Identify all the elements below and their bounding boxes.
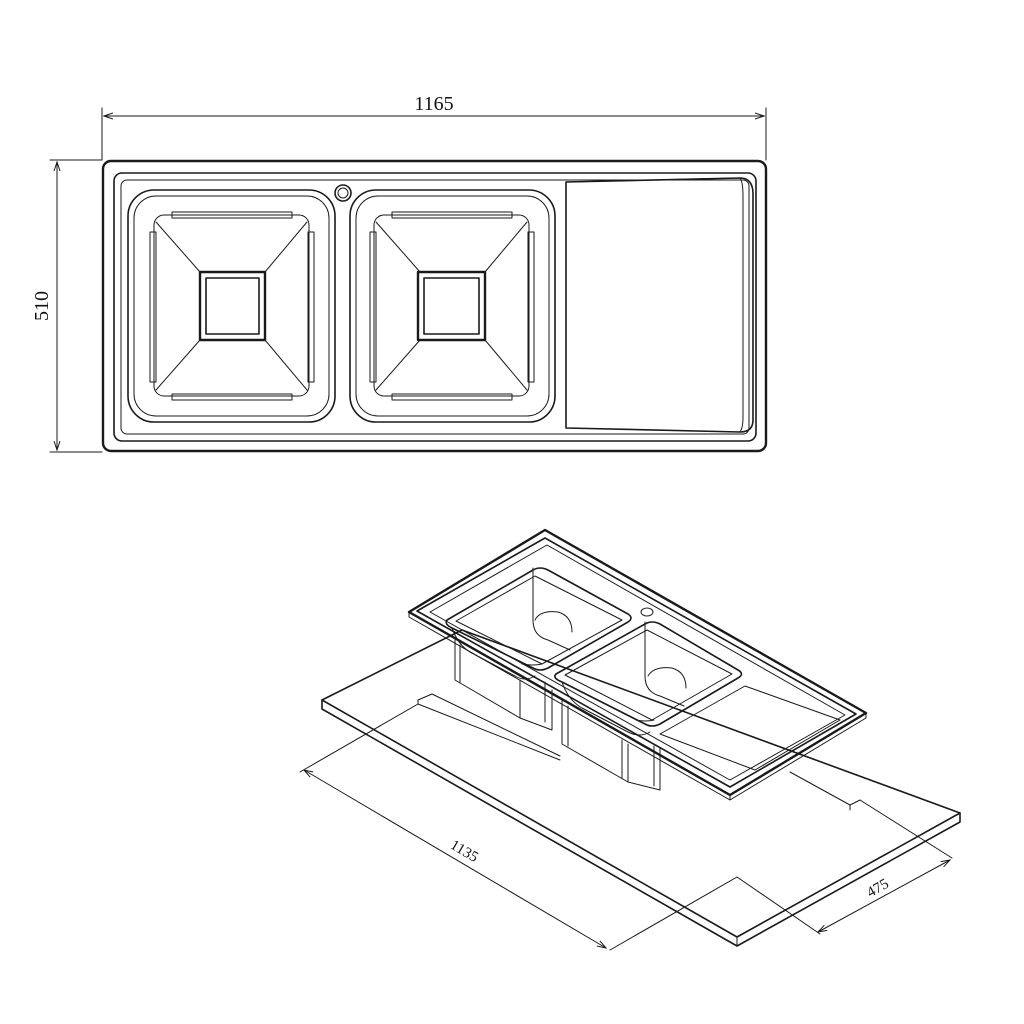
sink-outer-rim [101,159,768,453]
cutout-depth-label: 475 [864,876,891,901]
iso-tap-hole [640,607,654,617]
height-label: 510 [31,291,53,321]
cutout-length-dimension: 1135 [299,703,738,951]
sink-inner-rim [113,172,757,442]
top-view: 1165 510 [31,93,768,453]
tap-hole [334,184,352,202]
width-dimension: 1165 [101,93,767,161]
cutout-depth-dimension: 475 [736,799,953,935]
left-bowl [127,189,336,423]
cutout-length-label: 1135 [447,837,480,866]
countertop [321,629,961,947]
isometric-view: 1135 475 [299,528,961,951]
iso-sink-frame [407,528,868,801]
right-bowl [349,189,556,423]
iso-back-bowl [445,567,632,731]
left-drain [198,270,267,342]
right-drain [416,270,487,342]
height-dimension: 510 [31,159,103,453]
iso-front-bowl [554,621,743,791]
width-label: 1165 [414,93,453,115]
iso-drainboard [659,685,841,771]
drainboard [565,177,754,433]
